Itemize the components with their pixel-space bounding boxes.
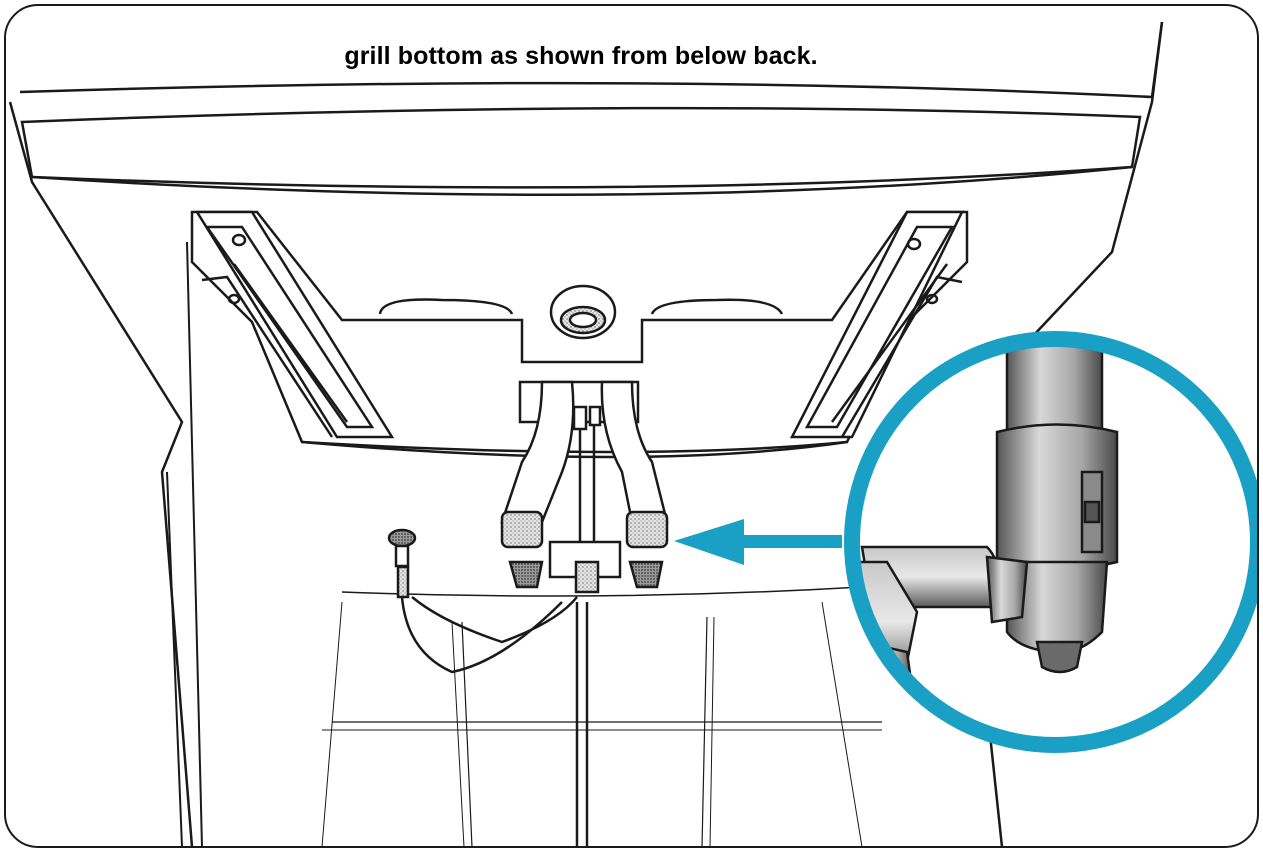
igniter-wire: [387, 528, 578, 674]
burner-assembly: [500, 380, 669, 594]
magnifier-circle: [844, 331, 1257, 753]
grill-body: [8, 21, 1164, 846]
callout-arrow: [674, 519, 842, 565]
diagram-frame: grill bottom as shown from below back.: [4, 4, 1259, 848]
grill-illustration: [8, 21, 1257, 846]
diagram-caption: grill bottom as shown from below back.: [344, 42, 818, 70]
